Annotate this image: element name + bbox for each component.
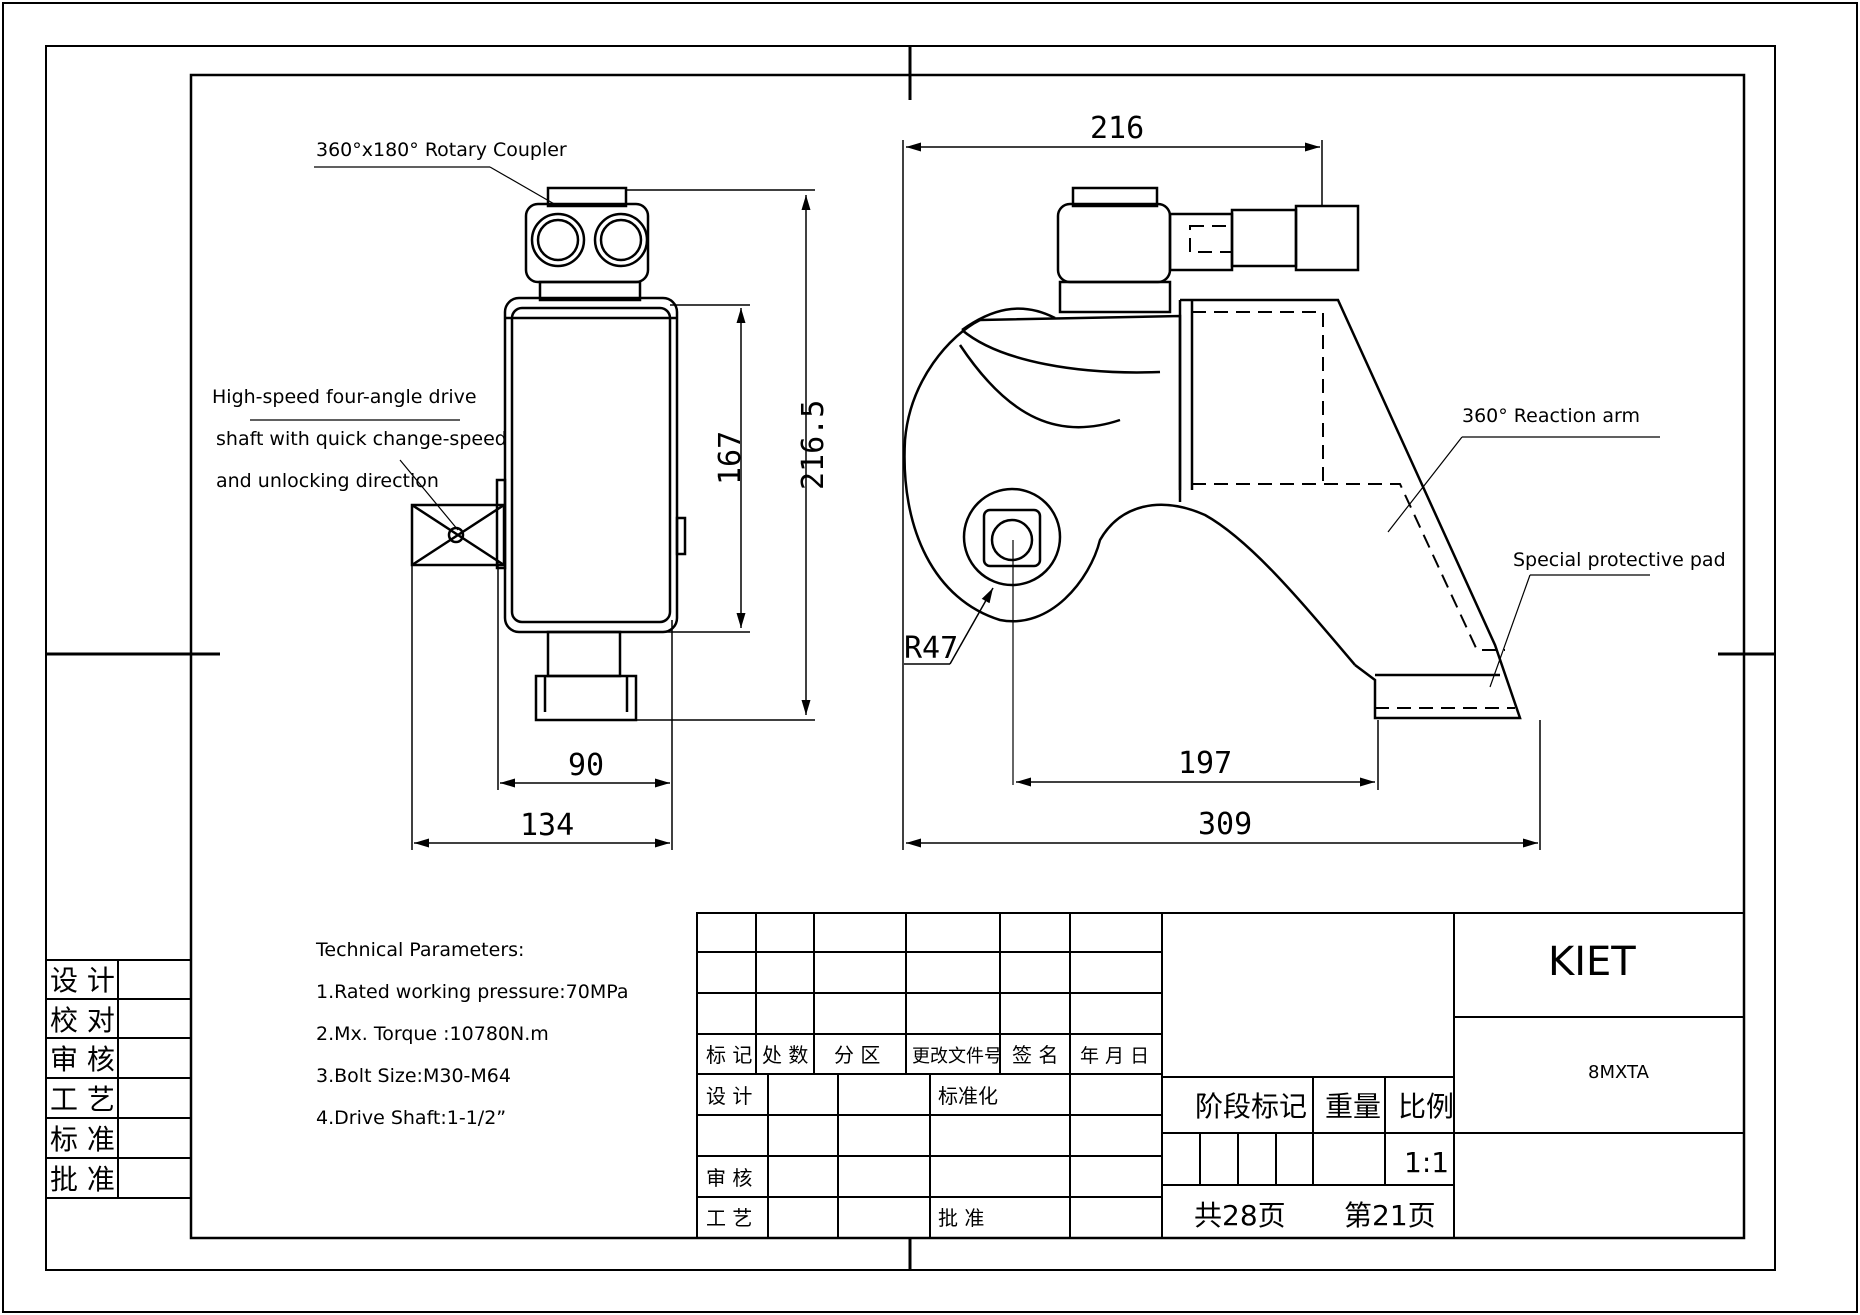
callout-drive-shaft-line3: and unlocking direction — [216, 470, 439, 492]
title-block-grid — [696, 912, 1745, 1239]
tb-approve: 批 准 — [938, 1206, 984, 1230]
dim-front-center-to-end: 197 — [1178, 746, 1232, 781]
side-view-dimensions — [411, 189, 815, 850]
callout-reaction-arm: 360° Reaction arm — [1462, 405, 1640, 427]
dim-front-length-total: 309 — [1198, 807, 1252, 842]
tb-page-number: 第21页 — [1344, 1199, 1436, 1232]
left-box-process: 工 艺 — [50, 1083, 115, 1116]
side-view-drawing — [410, 186, 687, 722]
tb-total-pages: 共28页 — [1194, 1199, 1286, 1232]
left-box-standard: 标 准 — [50, 1123, 115, 1156]
front-view-dimensions — [902, 140, 1541, 850]
left-box-design: 设 计 — [50, 964, 115, 997]
left-box-review: 审 核 — [50, 1043, 115, 1076]
dim-side-width-body: 90 — [568, 748, 604, 783]
front-view-drawing — [903, 186, 1522, 720]
tb-header-sign: 签 名 — [1012, 1043, 1058, 1067]
callout-drive-shaft-line1: High-speed four-angle drive — [212, 386, 477, 408]
tb-scale-value: 1:1 — [1404, 1146, 1449, 1179]
tb-design: 设 计 — [706, 1084, 752, 1108]
dim-side-height-total: 216.5 — [796, 400, 831, 490]
technical-title: Technical Parameters: — [315, 939, 524, 961]
side-view-leaders — [250, 166, 557, 531]
tb-model: 8MXTA — [1588, 1062, 1650, 1083]
dim-front-width-top: 216 — [1090, 111, 1144, 146]
tb-scale-label: 比例 — [1398, 1090, 1454, 1123]
tb-weight: 重量 — [1325, 1090, 1381, 1123]
tb-header-count: 处 数 — [762, 1043, 808, 1067]
tb-stage-mark: 阶段标记 — [1195, 1090, 1307, 1123]
dim-side-body-height: 167 — [713, 431, 748, 485]
callout-drive-shaft-line2: shaft with quick change-speed — [216, 428, 507, 450]
tb-header-change-doc: 更改文件号 — [912, 1046, 1002, 1067]
technical-item: 1.Rated working pressure:70MPa — [316, 981, 628, 1003]
dim-side-width-total: 134 — [520, 808, 574, 843]
tb-company-name: KIET — [1548, 939, 1636, 985]
technical-item: 4.Drive Shaft:1-1/2” — [316, 1107, 506, 1129]
tb-process: 工 艺 — [706, 1206, 752, 1230]
technical-item: 2.Mx. Torque :10780N.m — [316, 1023, 549, 1045]
tb-header-zone: 分 区 — [834, 1043, 880, 1067]
tb-standardize: 标准化 — [938, 1084, 998, 1108]
callout-rotary-coupler: 360°x180° Rotary Coupler — [316, 139, 567, 161]
left-box-check: 校 对 — [50, 1004, 115, 1037]
tb-header-mark: 标 记 — [706, 1043, 752, 1067]
tb-review: 审 核 — [706, 1166, 752, 1190]
dim-radius: R47 — [904, 631, 958, 666]
left-approval-box — [46, 959, 191, 1199]
left-box-approve: 批 准 — [50, 1163, 115, 1196]
tb-header-date: 年 月 日 — [1080, 1045, 1149, 1067]
technical-item: 3.Bolt Size:M30-M64 — [316, 1065, 511, 1087]
front-view-hidden-lines — [1189, 225, 1515, 709]
callout-protective-pad: Special protective pad — [1513, 549, 1726, 571]
front-view-leaders — [1387, 436, 1660, 688]
